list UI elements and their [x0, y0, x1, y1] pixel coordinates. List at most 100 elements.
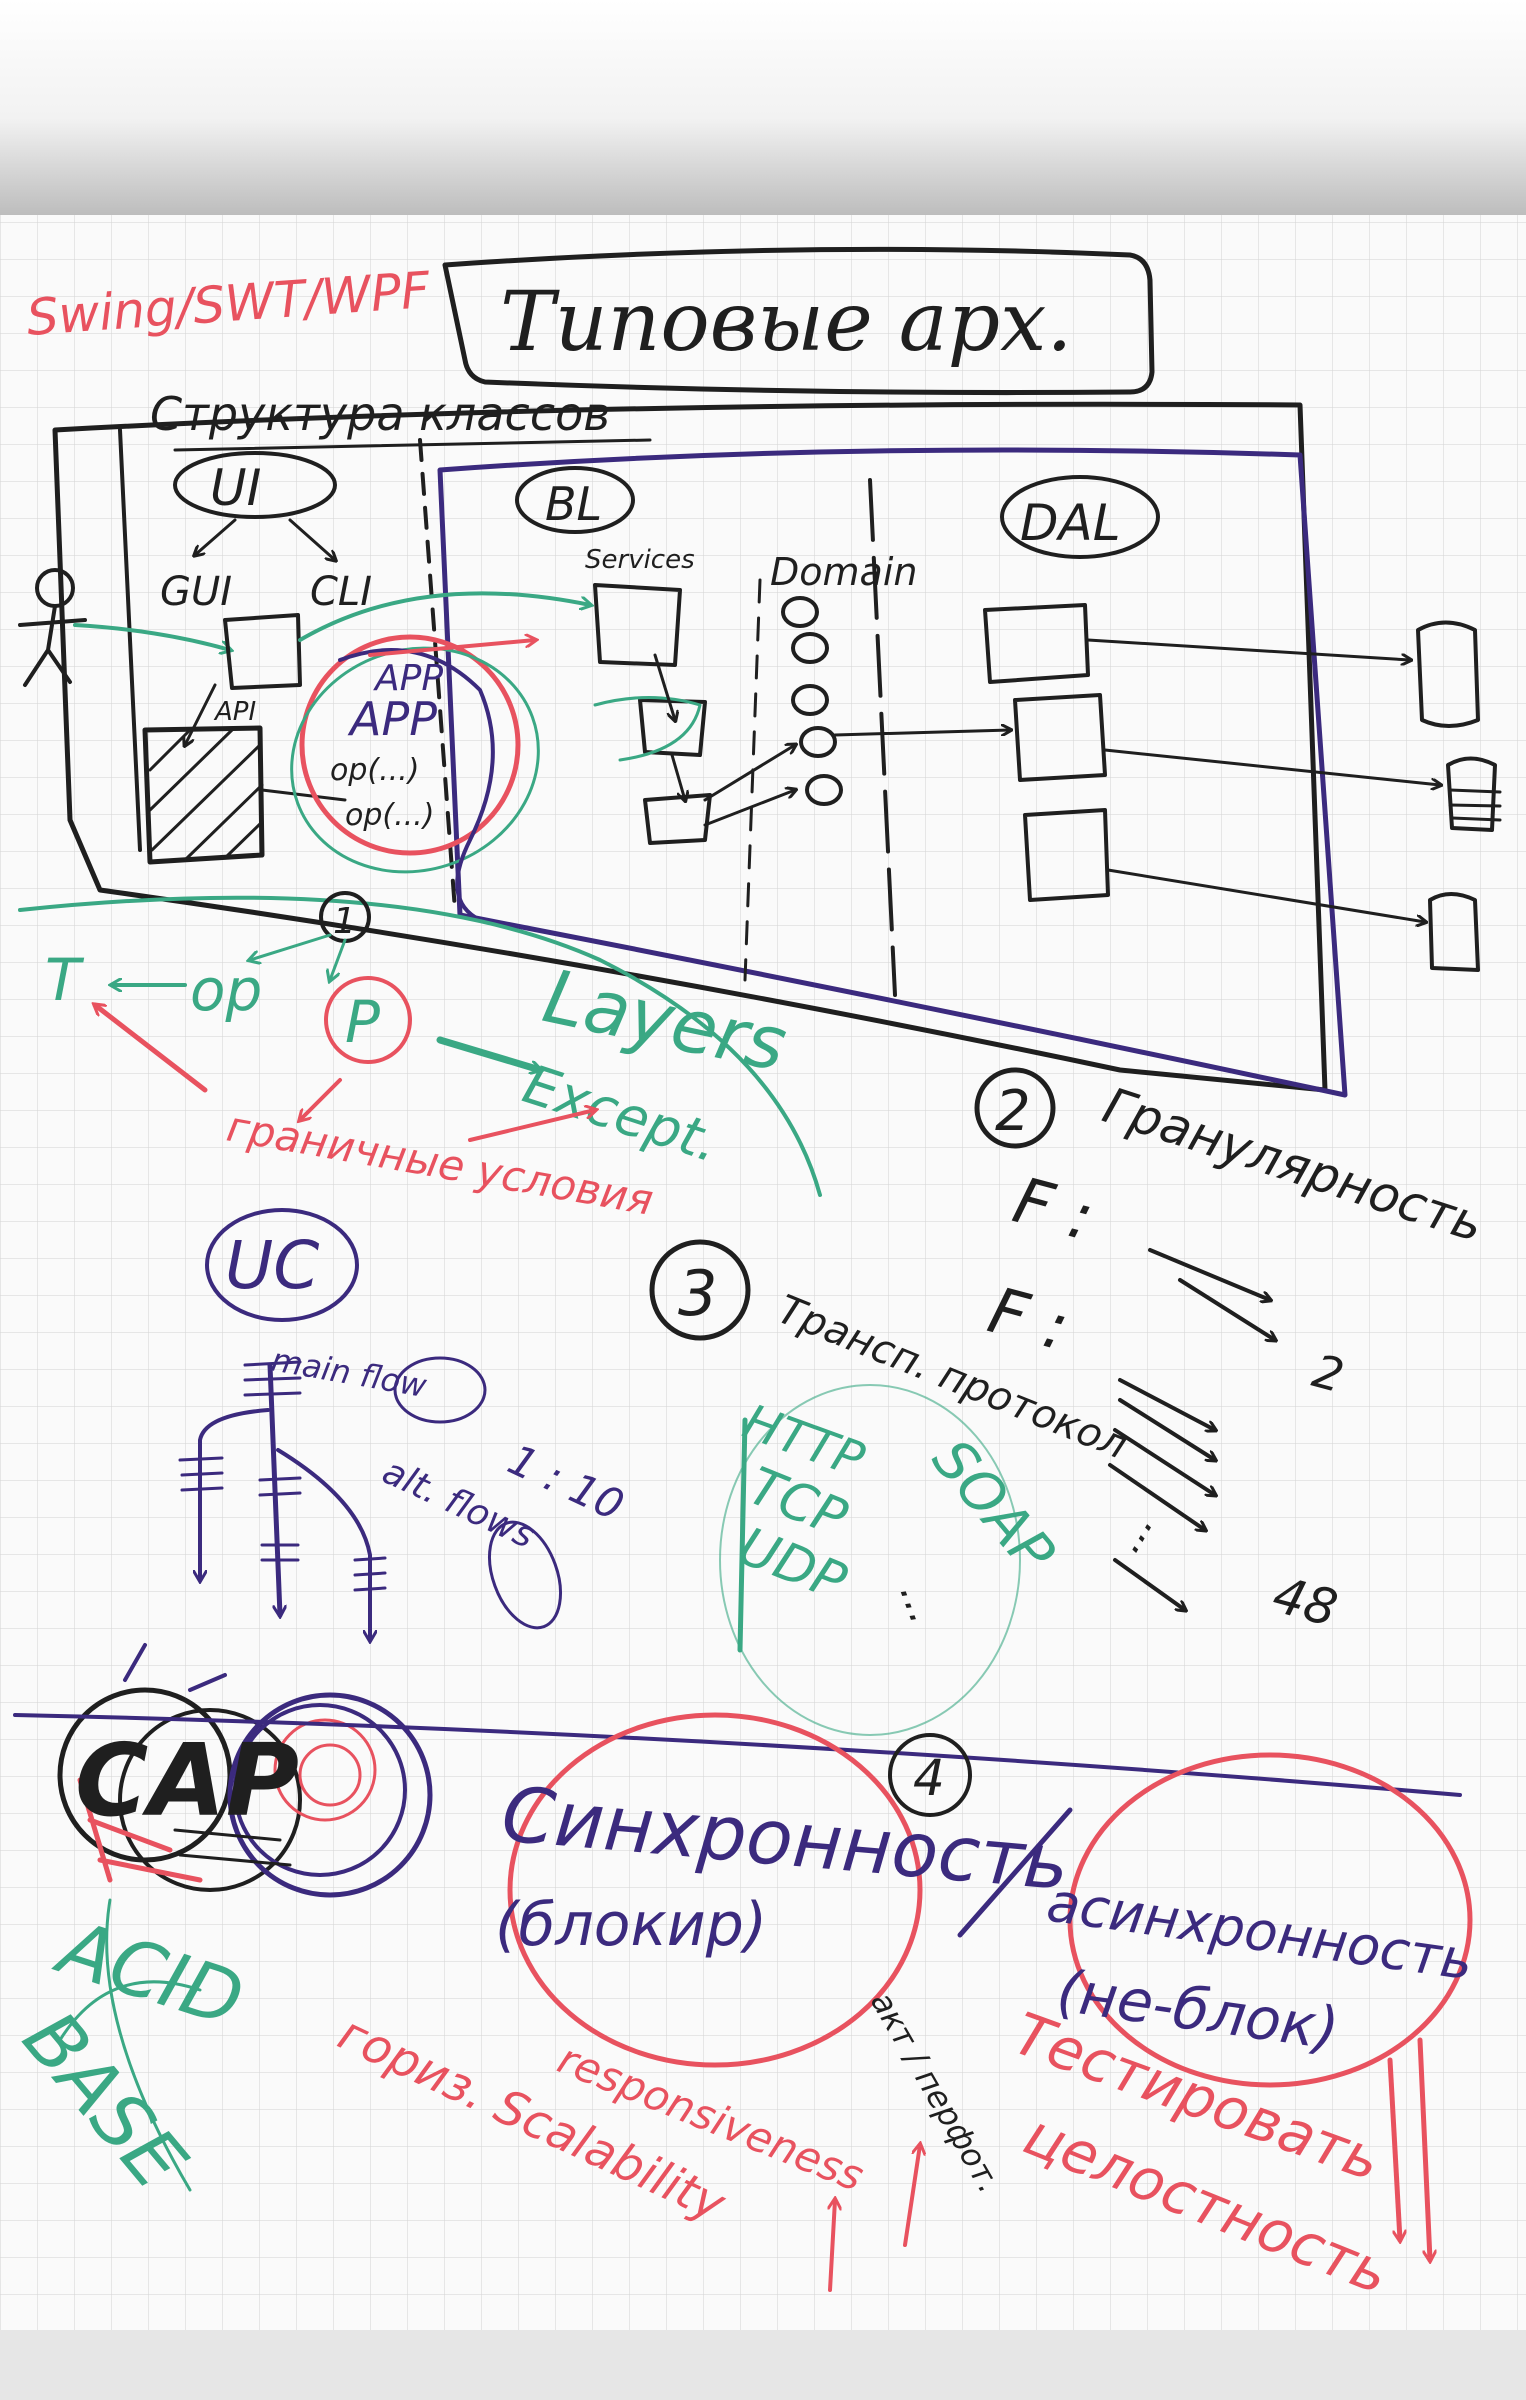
sync-circle [507, 1712, 923, 2068]
uc-circle [205, 1208, 359, 1322]
alt-flow-branch-right [276, 1448, 370, 1640]
database-icon-3 [1428, 892, 1480, 972]
protocol-grouping-circle [719, 1384, 1021, 1736]
grid-paper [0, 205, 1526, 2330]
frame-inner-line [118, 428, 142, 852]
acid-base-arrows [58, 1898, 202, 2192]
dal-box-2 [1013, 693, 1107, 782]
dal-to-db-arrow-1 [1086, 638, 1410, 660]
p-to-exception-arrow [436, 1036, 540, 1070]
app-label-1: APP [373, 658, 443, 699]
services-label: Services [585, 545, 695, 575]
fine-arrow-4 [1108, 1463, 1205, 1530]
ui-ellipse [173, 451, 337, 519]
ui-to-gui-arrow [195, 518, 237, 555]
dal-ellipse [1000, 475, 1160, 559]
bl-domain-divider [743, 578, 762, 982]
sync-async-slash [957, 1807, 1073, 1938]
sync-note: (блокир) [495, 1890, 767, 1960]
coarse-arrows [1148, 1248, 1270, 1300]
uc-label: UC [225, 1227, 319, 1304]
op-call-2: op(...) [345, 798, 434, 833]
fine-arrow-5 [1113, 1558, 1185, 1610]
layers-frame [52, 401, 1328, 1093]
api-label: API [213, 697, 256, 727]
section-3-number: 3 [678, 1257, 717, 1330]
layers-green-sweep [18, 895, 822, 1197]
domain-objects [781, 596, 843, 806]
section-1-number: 1 [333, 901, 356, 942]
testing-arrow [1387, 2057, 1400, 2240]
gui-box [223, 613, 302, 690]
alt-flow-hatches [178, 1456, 387, 1592]
cap-scribble [57, 1643, 433, 1898]
class-structure-underline [173, 438, 652, 452]
dal-box-1 [983, 603, 1090, 684]
formula-p-circle [324, 976, 412, 1064]
op-call-1: op(...) [330, 753, 419, 788]
section-4-number: 4 [913, 1749, 945, 1807]
ui-to-cli-arrow [288, 518, 335, 560]
bl-dal-frame [437, 447, 1348, 1098]
formula-op: op [190, 956, 262, 1024]
service-to-domain-arrow-2 [703, 790, 795, 827]
service-to-domain-arrow-1 [703, 745, 795, 802]
section-2-number-circle [974, 1067, 1056, 1149]
gui-label: GUI [160, 569, 232, 615]
dal-label: DAL [1020, 494, 1121, 552]
boundary-arrow-to-p [300, 1078, 342, 1120]
section-4-number-circle [888, 1733, 972, 1817]
cli-label: CLI [310, 569, 372, 615]
responsiveness-arrow [903, 2145, 920, 2247]
fine-arrows [1118, 1378, 1215, 1430]
green-split-arrow-right [330, 938, 347, 980]
section-3-number-circle [649, 1239, 751, 1341]
app-ellipse-green [290, 646, 540, 874]
section-4-divider-line [13, 1713, 1462, 1797]
api-hatched-box [142, 725, 265, 865]
coarse-arrow-2 [1178, 1278, 1275, 1340]
main-flow-bubble [393, 1356, 487, 1424]
main-flow-hatch [243, 1360, 302, 1397]
async-circle [1067, 1752, 1473, 2088]
dal-to-db-arrow-3 [1106, 868, 1425, 922]
api-link-line [260, 788, 347, 802]
gui-to-services-arrow [298, 591, 590, 642]
service-box-2-green [593, 696, 702, 762]
boundary-arrow-to-exception [468, 1110, 595, 1142]
app-circle-red [299, 634, 521, 856]
boundary-arrow-to-t [95, 1005, 208, 1093]
scalability-arrow [830, 2200, 835, 2292]
cap-label: CAP [75, 1722, 299, 1839]
bl-dal-divider [868, 478, 897, 997]
section-2-number: 2 [995, 1079, 1031, 1144]
alt-flow-branch-left [200, 1408, 270, 1580]
domain-label: Domain [770, 550, 917, 594]
fine-arrow-2 [1118, 1398, 1215, 1460]
paper-roll-top [0, 0, 1526, 215]
database-icon-2 [1446, 756, 1502, 832]
paper-roll-bottom [0, 2330, 1526, 2400]
alt-flows-bubble [488, 1520, 562, 1630]
app-to-services-arrow [368, 640, 535, 657]
ui-bl-divider [418, 438, 457, 912]
title-box [442, 246, 1155, 396]
bl-ellipse [515, 466, 635, 534]
dal-to-db-arrow-2 [1103, 748, 1440, 785]
service-flow-arrow-2 [670, 753, 685, 800]
title: Типовые арх. [500, 275, 1072, 370]
bl-label: BL [545, 477, 602, 531]
fine-arrow-3 [1113, 1428, 1215, 1495]
app-label-2: APP [347, 692, 437, 746]
formula-t: T [45, 946, 85, 1014]
actor-to-gui-arrow [73, 623, 230, 650]
integrity-arrow [1417, 2037, 1430, 2260]
service-flow-arrow-1 [653, 653, 675, 720]
database-icon-1 [1416, 620, 1480, 728]
green-split-arrow-left [250, 933, 332, 960]
protocol-strike [737, 1417, 748, 1653]
dal-box-3 [1023, 808, 1110, 902]
service-box-1 [593, 583, 682, 667]
formula-p: P [345, 988, 380, 1056]
